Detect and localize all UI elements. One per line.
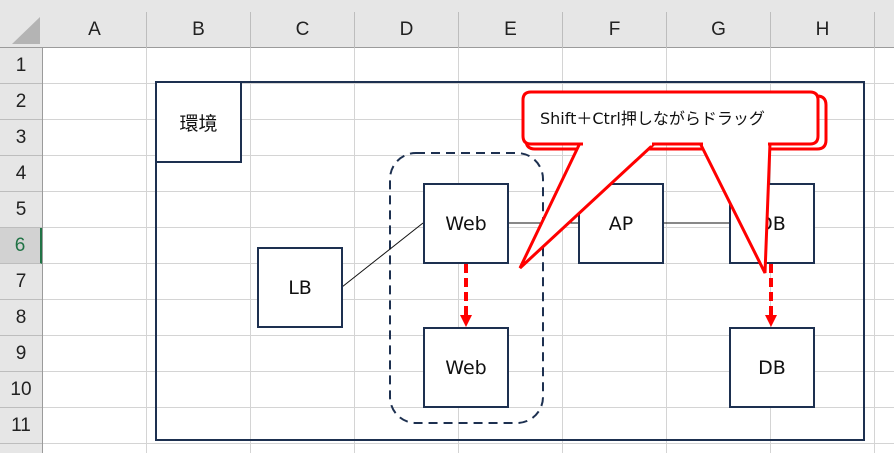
column-header-b[interactable]: B (147, 12, 251, 48)
column-header-a[interactable]: A (43, 12, 147, 48)
node-db-copy[interactable]: DB (729, 327, 815, 408)
row-header-9[interactable]: 9 (0, 336, 42, 372)
row-header-7[interactable]: 7 (0, 264, 42, 300)
node-web-copy[interactable]: Web (423, 327, 509, 408)
column-header-e[interactable]: E (459, 12, 563, 48)
node-web[interactable]: Web (423, 183, 509, 264)
column-header-bar (0, 0, 894, 48)
row-header-8[interactable]: 8 (0, 300, 42, 336)
environment-label: 環境 (179, 112, 218, 135)
node-ap[interactable]: AP (578, 183, 664, 264)
row-header-5[interactable]: 5 (0, 192, 42, 228)
select-all-triangle-icon (12, 17, 40, 44)
row-header-4[interactable]: 4 (0, 156, 42, 192)
node-lb[interactable]: LB (257, 247, 343, 328)
row-header-1[interactable]: 1 (0, 48, 42, 84)
row-header-11[interactable]: 11 (0, 408, 42, 444)
node-db[interactable]: DB (729, 183, 815, 264)
column-header-c[interactable]: C (251, 12, 355, 48)
row-header-6[interactable]: 6 (0, 228, 42, 264)
row-header-2[interactable]: 2 (0, 84, 42, 120)
column-header-h[interactable]: H (771, 12, 875, 48)
column-header-g[interactable]: G (667, 12, 771, 48)
row-header-10[interactable]: 10 (0, 372, 42, 408)
column-header-f[interactable]: F (563, 12, 667, 48)
column-header-d[interactable]: D (355, 12, 459, 48)
select-all-corner[interactable] (0, 0, 43, 48)
row-header-3[interactable]: 3 (0, 120, 42, 156)
callout-text: Shift＋Ctrl押しながらドラッグ (540, 109, 765, 128)
